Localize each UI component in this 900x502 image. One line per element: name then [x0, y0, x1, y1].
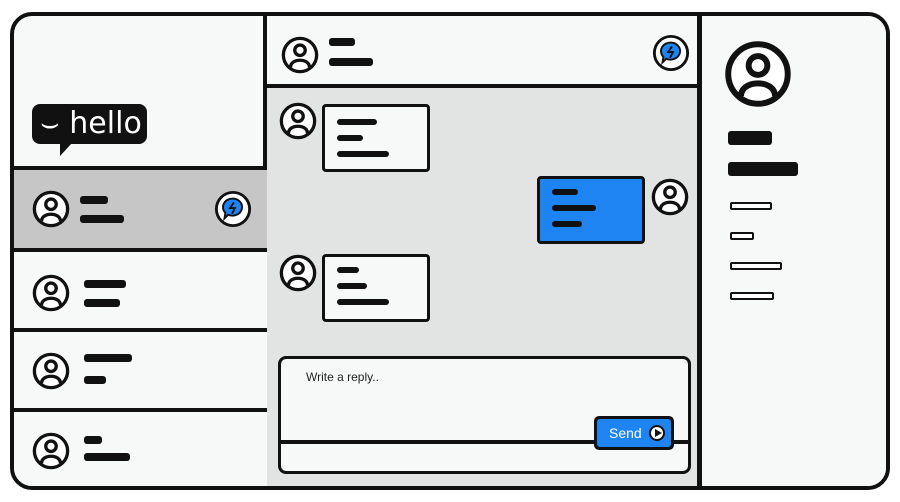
text-placeholder	[337, 135, 363, 141]
avatar-icon	[32, 190, 70, 228]
detail-placeholder	[730, 202, 772, 210]
text-placeholder	[337, 151, 389, 157]
avatar-icon	[279, 254, 317, 292]
text-placeholder	[552, 189, 578, 195]
detail-placeholder	[730, 232, 754, 240]
smiley-icon: ⌣	[40, 106, 60, 141]
avatar-icon	[281, 36, 319, 74]
incoming-message	[322, 254, 430, 322]
avatar-icon	[651, 178, 689, 216]
messenger-icon	[214, 190, 252, 228]
avatar-icon	[32, 352, 70, 390]
avatar-icon	[279, 102, 317, 140]
conversation-item[interactable]	[14, 328, 267, 408]
send-label: Send	[609, 425, 642, 441]
contact-details-panel	[702, 16, 886, 486]
reply-input[interactable]: Write a reply..	[306, 370, 379, 384]
play-icon	[649, 425, 665, 441]
reply-box[interactable]: Write a reply.. Send	[278, 356, 691, 474]
contact-avatar-icon	[724, 40, 792, 108]
text-placeholder	[337, 119, 377, 125]
name-placeholder	[84, 436, 102, 444]
text-placeholder	[337, 283, 367, 289]
text-placeholder	[552, 205, 596, 211]
logo-text: hello	[69, 106, 142, 141]
app-window: ⌣ hello	[10, 12, 890, 490]
preview-placeholder	[80, 215, 124, 223]
name-placeholder	[329, 38, 355, 46]
hello-logo: ⌣ hello	[32, 104, 147, 156]
preview-placeholder	[84, 453, 130, 461]
outgoing-message	[537, 176, 645, 244]
chat-panel: Write a reply.. Send	[267, 16, 702, 486]
divider	[281, 440, 688, 444]
conversation-item[interactable]	[14, 248, 267, 328]
conversation-item[interactable]	[14, 408, 267, 486]
detail-placeholder	[730, 292, 774, 300]
detail-placeholder	[730, 262, 782, 270]
incoming-message	[322, 104, 430, 172]
name-placeholder	[80, 196, 108, 204]
text-placeholder	[337, 267, 359, 273]
messenger-icon[interactable]	[652, 34, 690, 72]
contact-name-placeholder	[728, 131, 772, 145]
avatar-icon	[32, 432, 70, 470]
chat-header	[267, 16, 697, 88]
avatar-icon	[32, 274, 70, 312]
name-placeholder	[84, 354, 132, 362]
preview-placeholder	[84, 299, 120, 307]
name-placeholder	[84, 280, 126, 288]
send-button[interactable]: Send	[594, 416, 674, 450]
text-placeholder	[337, 299, 389, 305]
text-placeholder	[552, 221, 582, 227]
conversation-item[interactable]	[14, 166, 267, 248]
contact-subtitle-placeholder	[728, 162, 798, 176]
conversation-sidebar: ⌣ hello	[14, 16, 267, 486]
status-placeholder	[329, 58, 373, 66]
preview-placeholder	[84, 376, 106, 384]
